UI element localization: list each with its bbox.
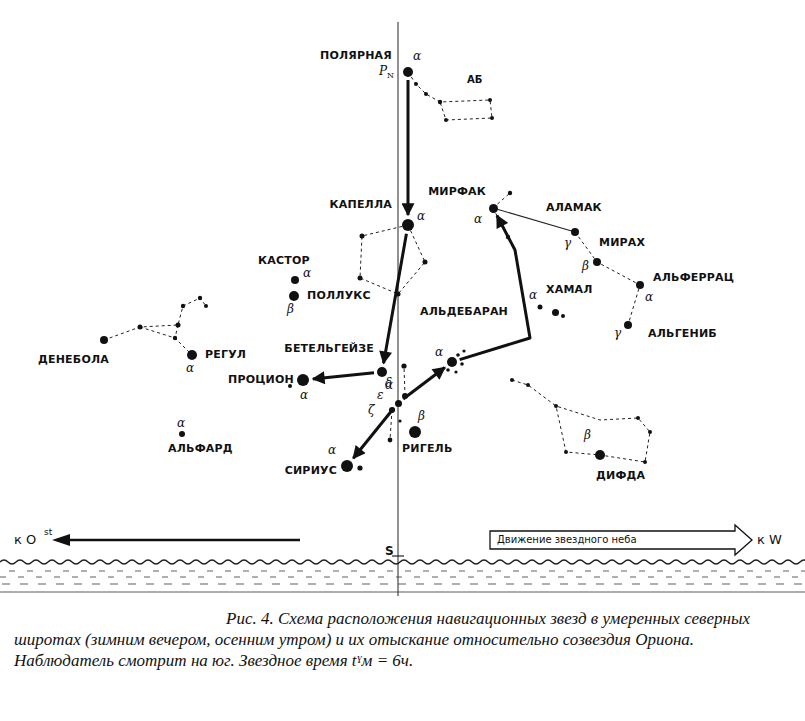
star-dot: КАПЕЛЛАα [402,219,414,231]
greek-letter: ζ [368,404,375,417]
star-dot: РЕГУЛα [187,350,197,360]
star-name: КАПЕЛЛА [330,199,392,211]
greek-letter: β [584,429,591,442]
star-dot: ПРОЦИОНα [297,374,309,386]
greek-letter: β [582,260,589,273]
greek-letter: ε [377,389,383,402]
greek-letter: α [529,289,537,302]
star-dot: АЛЬФЕРРАЦα [636,281,644,289]
frame-line [0,592,805,593]
constellation-lines [104,72,650,462]
west-label: к W [757,533,782,547]
star-name: РЕГУЛ [205,349,246,361]
star-dot: АЛЬДЕБАРАНα [447,357,457,367]
star-name: АЛЬФАРД [168,443,233,455]
star-dot: СИРИУСα [341,460,353,472]
greek-letter: γ [614,327,621,340]
star-name: АЛАМАК [546,202,602,214]
star-dot: МИРАХβ [593,258,601,266]
south-mark: S [385,545,394,558]
greek-letter: α [417,210,425,223]
star-name: ДИФДА [596,470,645,482]
greek-letter: α [474,213,482,226]
south-tick [392,555,404,556]
star-name: БЕТЕЛЬГЕЙЗЕ [284,343,374,355]
greek-letter: α [186,362,194,375]
greek-letter: α [303,267,311,280]
greek-letter: α [328,444,336,457]
star-dot: РИГЕЛЬβ [409,426,421,438]
greek-letter: α [645,291,653,304]
star-dot: КАСТОРα [291,276,299,284]
east-superscript: st [44,528,52,538]
star-name: АЛЬДЕБАРАН [420,306,508,318]
star-name: АЛЬФЕРРАЦ [653,272,734,284]
greek-letter: δ [385,377,392,390]
star-name: КАСТОР [258,255,310,267]
star-dot: ХАМАЛα [552,309,559,316]
star-dot: ПОЛЯРНАЯα [403,67,413,77]
guide-arrow [460,216,530,360]
star-name: ПОЛЯРНАЯ [320,50,392,62]
guide-arrow [403,367,445,399]
star-name: МИРФАК [428,186,486,198]
minor-stars [138,82,653,471]
greek-letter: α [300,389,308,402]
star-name: ХАМАЛ [546,284,593,296]
east-arrowhead [52,534,70,546]
pole-mark: P [379,65,387,78]
greek-letter: γ [564,237,571,250]
star-dot: ДИФДАβ [595,450,605,460]
star-name: ПРОЦИОН [228,374,294,386]
greek-letter: β [287,303,294,316]
pole-subscript: N [387,72,394,81]
greek-letter: β [418,410,425,423]
guide-arrow [313,373,374,379]
star-dot: АЛЬФАРДα [179,431,185,437]
guide-arrow [407,80,410,215]
star-dot: ζεδ [395,400,402,407]
constellation-name: АБ [467,74,482,85]
star-dot: АЛЬГЕНИБγ [624,321,632,329]
star-dot: МИРФАКα [489,204,498,213]
star-dot: АЛАМАКγ [571,228,579,236]
meridian-line [398,22,399,596]
east-label: к O [14,533,36,547]
star-name: АЛЬГЕНИБ [648,328,717,340]
star-name: СИРИУС [285,465,337,477]
sky-motion-label: Движение звездного неба [497,534,637,545]
star-name: ПОЛЛУКС [307,290,371,302]
greek-letter: α [413,50,421,63]
star-name: ДЕНЕБОЛА [38,354,109,366]
greek-letter: α [177,417,185,430]
greek-letter: α [435,346,443,359]
water-hatching [0,568,805,590]
star-dot: ПОЛЛУКСβ [289,291,299,301]
sky-motion-arrow [490,525,752,555]
horizon-waves [0,560,805,564]
east-arrow [66,539,300,542]
figure-caption: Рис. 4. Схема расположения навигационных… [14,608,792,671]
guide-arrow [384,234,407,363]
star-dot: ДЕНЕБОЛА [100,336,108,344]
star-dot: БЕТЕЛЬГЕЙЗЕα [377,367,387,377]
star-name: РИГЕЛЬ [402,443,453,455]
star-name: МИРАХ [599,237,645,249]
